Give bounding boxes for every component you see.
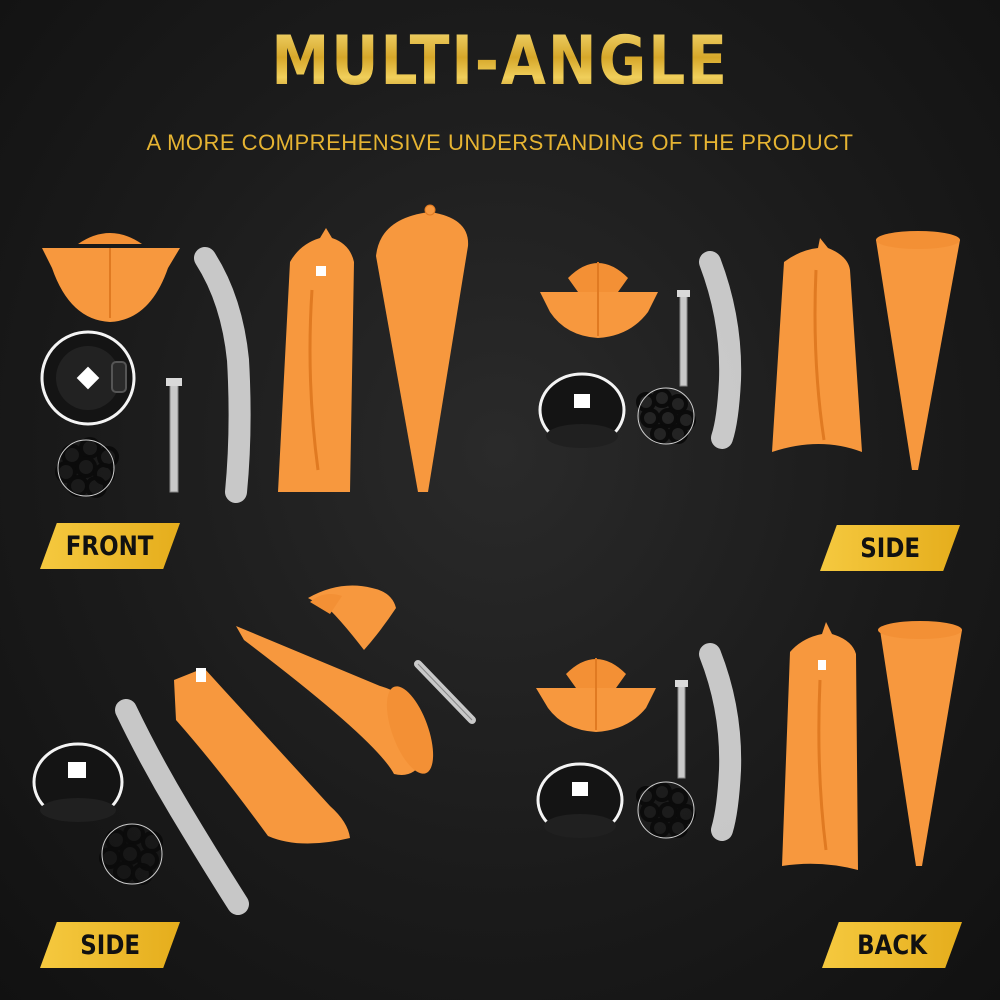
oil-filter-cap-wrench bbox=[538, 372, 626, 448]
o-ring-set bbox=[55, 437, 119, 498]
oil-filter-cap-wrench bbox=[32, 742, 124, 822]
metal-pin bbox=[675, 680, 688, 779]
drain-trough bbox=[174, 668, 350, 844]
long-funnel bbox=[878, 621, 962, 866]
front-view-panel: FRONT bbox=[0, 0, 500, 600]
view-label-front: FRONT bbox=[40, 523, 180, 569]
back-view-panel: BACK bbox=[500, 560, 1000, 1000]
splash-guard-funnel bbox=[42, 233, 180, 322]
back-view-image bbox=[536, 621, 962, 870]
side-view-image bbox=[538, 231, 960, 470]
long-funnel bbox=[376, 204, 469, 492]
view-label-side: SIDE bbox=[820, 525, 960, 571]
o-ring-set bbox=[636, 387, 696, 445]
long-funnel bbox=[876, 231, 960, 470]
drain-trough bbox=[772, 238, 862, 452]
side-view-panel-top: SIDE bbox=[500, 0, 1000, 600]
drain-trough bbox=[278, 228, 354, 492]
long-funnel bbox=[236, 626, 434, 775]
clear-tube bbox=[699, 643, 742, 841]
view-label-text: BACK bbox=[857, 929, 927, 961]
side-view-image bbox=[32, 585, 476, 915]
o-ring-set bbox=[636, 781, 696, 839]
o-ring-set bbox=[99, 823, 163, 885]
drain-trough bbox=[782, 622, 858, 870]
view-label-back: BACK bbox=[822, 922, 962, 968]
splash-guard-funnel bbox=[308, 585, 396, 650]
metal-pin bbox=[414, 660, 476, 724]
oil-filter-cap-wrench bbox=[40, 330, 136, 426]
view-label-text: SIDE bbox=[860, 532, 920, 564]
clear-tube bbox=[194, 247, 251, 503]
oil-filter-cap-wrench bbox=[536, 762, 624, 838]
view-label-side: SIDE bbox=[40, 922, 180, 968]
front-view-image bbox=[40, 204, 469, 503]
metal-pin bbox=[166, 378, 182, 493]
metal-pin bbox=[677, 290, 690, 387]
side-view-panel-bottom: SIDE bbox=[0, 560, 500, 1000]
view-label-text: FRONT bbox=[66, 530, 154, 562]
view-label-text: SIDE bbox=[80, 929, 140, 961]
clear-tube bbox=[115, 699, 249, 915]
splash-guard-funnel bbox=[540, 262, 658, 338]
splash-guard-funnel bbox=[536, 658, 656, 732]
page-subtitle: A MORE COMPREHENSIVE UNDERSTANDING OF TH… bbox=[146, 130, 854, 155]
page-title: MULTI-ANGLE bbox=[70, 22, 930, 101]
clear-tube bbox=[699, 251, 742, 449]
